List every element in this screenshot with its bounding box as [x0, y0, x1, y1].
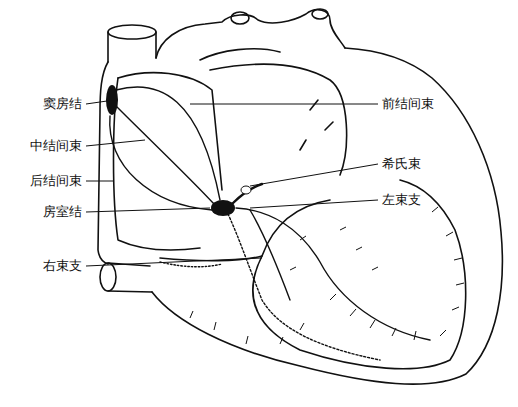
leader-line: [250, 200, 378, 208]
his-mark: [241, 186, 251, 194]
part-label: 前结间束: [382, 96, 434, 112]
part-label: 中结间束: [30, 138, 82, 154]
his-bundle: [232, 184, 262, 204]
leader-line: [86, 101, 107, 104]
av-node: [211, 200, 235, 216]
septum: [262, 200, 330, 256]
ventricle-wall: [152, 48, 502, 384]
posterior-tract: [110, 116, 212, 210]
conduction-pathways: [110, 87, 430, 360]
vessel-opening: [231, 12, 249, 24]
great-vessels: [156, 10, 345, 58]
leader-line: [86, 181, 114, 182]
vessel-opening: [312, 9, 328, 19]
leader-line: [86, 140, 145, 146]
part-label: 左束支: [382, 192, 421, 208]
middle-tract: [116, 106, 214, 204]
atrium-inner: [118, 73, 222, 190]
leader-line: [190, 104, 378, 105]
part-label: 窦房结: [43, 96, 82, 112]
atrium-inner: [114, 78, 201, 250]
sa-node: [106, 85, 118, 115]
part-label: 右束支: [43, 258, 82, 274]
heart-outline: [98, 9, 502, 384]
right-atrium-wall: [98, 62, 108, 264]
leader-lines: [86, 101, 378, 266]
leader-line: [86, 258, 262, 266]
part-label: 希氏束: [382, 156, 421, 172]
fiber-ticks: [190, 207, 464, 344]
leader-line: [86, 208, 210, 212]
aortic-root: [200, 49, 280, 60]
valve-marks: [300, 100, 333, 150]
vena-cava-top: [108, 25, 156, 39]
left-bundle: [236, 208, 430, 340]
left-atrium-inner: [210, 64, 347, 175]
right-bundle-dots: [160, 262, 222, 267]
vena-cava: [108, 32, 156, 62]
purkinje-fibers: [190, 207, 464, 344]
inferior-vena-cava-end: [100, 263, 116, 291]
leader-line: [250, 164, 378, 186]
part-label: 后结间束: [30, 173, 82, 189]
right-bundle: [228, 214, 380, 360]
inferior-vena-cava: [108, 263, 152, 292]
part-label: 房室结: [43, 204, 82, 220]
